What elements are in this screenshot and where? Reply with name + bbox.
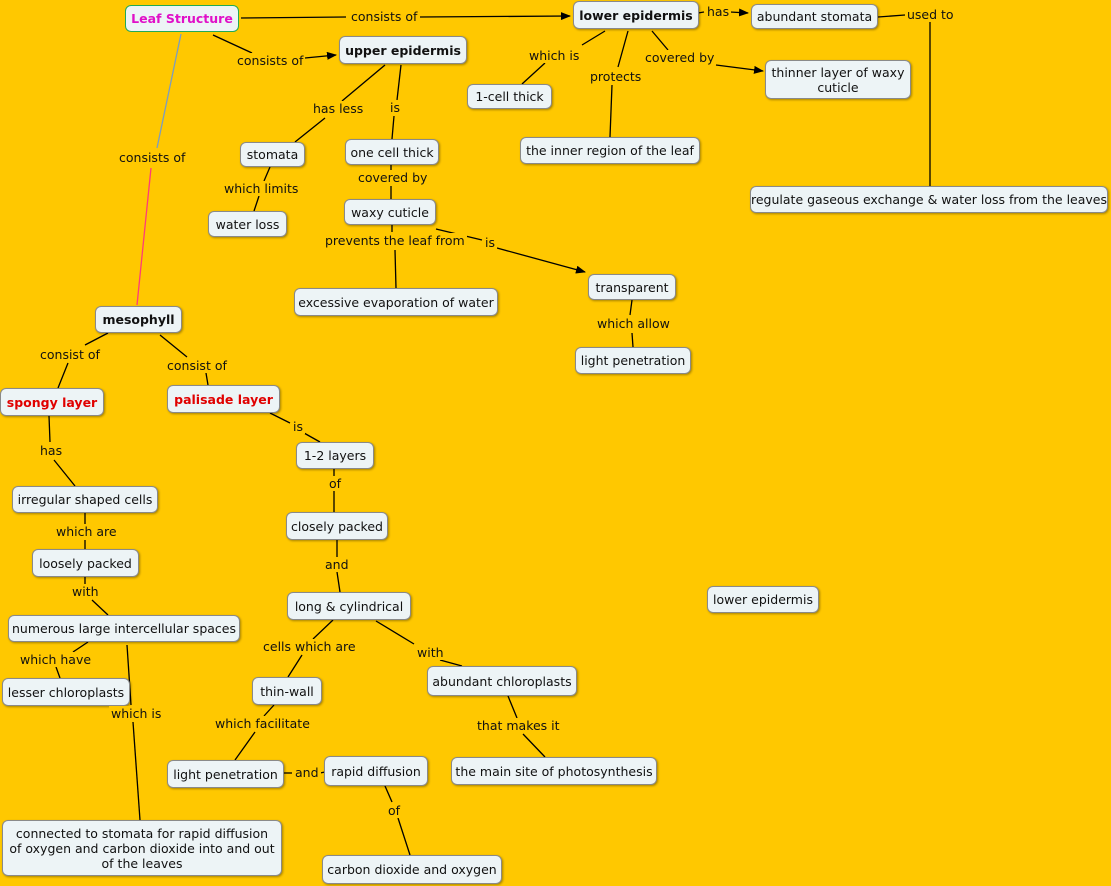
link-label-is-upper: is: [388, 100, 402, 115]
link-label-which-facilitate: which facilitate: [213, 716, 312, 731]
node-inner-region[interactable]: the inner region of the leaf: [520, 137, 700, 164]
link-label-consists-of-meso: consists of: [117, 150, 188, 165]
link-label-which-allow: which allow: [595, 316, 672, 331]
node-loosely-packed[interactable]: loosely packed: [32, 549, 139, 577]
link-label-consists-of-upper: consists of: [235, 53, 306, 68]
node-lower-epidermis[interactable]: lower epidermis: [573, 1, 699, 29]
link-label-of-layers: of: [327, 476, 344, 491]
node-connected-stomata[interactable]: connected to stomata for rapid diffusion…: [2, 820, 282, 876]
node-intercellular-spaces[interactable]: numerous large intercellular spaces: [8, 615, 240, 642]
link-label-has: has: [705, 4, 732, 19]
node-mesophyll[interactable]: mesophyll: [95, 306, 182, 333]
node-lower-epidermis-lone[interactable]: lower epidermis: [707, 586, 819, 613]
link-label-consists-of-lower: consists of: [349, 9, 420, 24]
node-leaf-structure[interactable]: Leaf Structure: [125, 5, 239, 32]
node-waxy-cuticle[interactable]: waxy cuticle: [344, 199, 436, 225]
link-label-is-transparent: is: [483, 235, 497, 250]
link-label-protects: protects: [588, 69, 644, 84]
link-label-of-co2: of: [386, 803, 403, 818]
link-label-covered-by-upper: covered by: [356, 170, 430, 185]
node-excessive-evaporation[interactable]: excessive evaporation of water: [294, 288, 498, 316]
node-abundant-chloroplasts[interactable]: abundant chloroplasts: [427, 666, 577, 696]
link-label-which-are: which are: [54, 524, 119, 539]
link-label-used-to: used to: [905, 7, 956, 22]
link-label-which-limits: which limits: [222, 181, 301, 196]
node-lesser-chloroplasts[interactable]: lesser chloroplasts: [2, 678, 130, 706]
node-spongy-layer[interactable]: spongy layer: [0, 388, 104, 416]
node-long-cylindrical[interactable]: long & cylindrical: [287, 592, 411, 620]
link-label-consist-of-palisade: consist of: [165, 358, 229, 373]
link-label-covered-by-lower: covered by: [643, 50, 717, 65]
node-transparent[interactable]: transparent: [588, 274, 676, 300]
link-label-that-makes-it: that makes it: [475, 718, 562, 733]
link-label-prevents: prevents the leaf from: [323, 233, 467, 248]
link-label-cells-which-are: cells which are: [261, 639, 358, 654]
node-one-cell-thick-upper[interactable]: one cell thick: [345, 139, 439, 165]
node-irregular-cells[interactable]: irregular shaped cells: [12, 486, 158, 513]
node-one-cell-thick-lower[interactable]: 1-cell thick: [467, 84, 552, 109]
node-1-2-layers[interactable]: 1-2 layers: [296, 442, 374, 469]
node-main-site[interactable]: the main site of photosynthesis: [451, 757, 657, 785]
link-label-is-palisade: is: [291, 419, 305, 434]
node-thin-wall[interactable]: thin-wall: [252, 677, 322, 705]
node-upper-epidermis[interactable]: upper epidermis: [339, 36, 467, 64]
node-abundant-stomata[interactable]: abundant stomata: [751, 4, 878, 29]
link-label-and-long: and: [323, 557, 351, 572]
link-label-which-is-spaces: which is: [109, 706, 164, 721]
link-label-with-spaces: with: [70, 584, 101, 599]
link-label-has-less: has less: [311, 101, 366, 116]
link-label-which-is: which is: [527, 48, 582, 63]
link-label-has-spongy: has: [38, 443, 65, 458]
link-label-with-chloroplasts: with: [415, 645, 446, 660]
node-closely-packed[interactable]: closely packed: [286, 512, 388, 540]
node-water-loss[interactable]: water loss: [208, 211, 287, 237]
node-stomata[interactable]: stomata: [240, 142, 305, 167]
node-rapid-diffusion[interactable]: rapid diffusion: [324, 756, 428, 786]
link-label-which-have: which have: [18, 652, 94, 667]
node-co2-o2[interactable]: carbon dioxide and oxygen: [322, 855, 502, 884]
node-palisade-layer[interactable]: palisade layer: [167, 385, 280, 413]
link-label-consist-of-spongy: consist of: [38, 347, 102, 362]
node-regulate-exchange[interactable]: regulate gaseous exchange & water loss f…: [750, 186, 1108, 213]
node-light-penetration-bottom[interactable]: light penetration: [167, 760, 284, 788]
link-label-and-rapid: and: [293, 765, 321, 780]
node-thinner-waxy-cuticle[interactable]: thinner layer of waxy cuticle: [765, 60, 911, 99]
node-light-penetration-top[interactable]: light penetration: [575, 347, 691, 374]
